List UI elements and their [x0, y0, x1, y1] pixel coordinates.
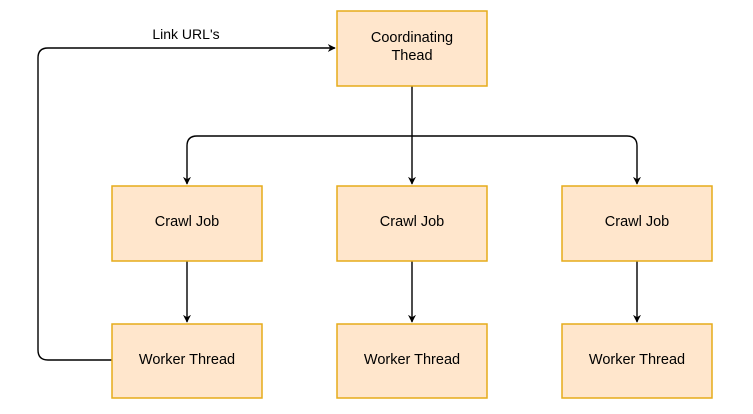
node-coordinating-thread-label-line1: Coordinating	[371, 30, 453, 46]
node-crawl-job-2: Crawl Job	[336, 185, 488, 262]
node-crawl-job-1-label: Crawl Job	[155, 214, 219, 230]
node-coordinating-thread: Coordinating Thead	[336, 10, 488, 87]
node-crawl-job-2-label: Crawl Job	[380, 214, 444, 230]
edge-label-link-urls: Link URL's	[152, 26, 219, 42]
edge-worker-1-to-coordinator	[37, 44, 336, 361]
node-worker-thread-1: Worker Thread	[111, 323, 263, 399]
node-worker-thread-1-label: Worker Thread	[139, 352, 235, 368]
node-worker-thread-2: Worker Thread	[336, 323, 488, 399]
node-worker-thread-3-label: Worker Thread	[589, 352, 685, 368]
node-coordinating-thread-label-line2: Thead	[391, 48, 432, 64]
node-crawl-job-3-label: Crawl Job	[605, 214, 669, 230]
node-crawl-job-3: Crawl Job	[561, 185, 713, 262]
node-crawl-job-1: Crawl Job	[111, 185, 263, 262]
edge-coordinator-to-crawl-job-1	[183, 135, 412, 185]
node-worker-thread-2-label: Worker Thread	[364, 352, 460, 368]
edges: Link URL's	[37, 26, 641, 361]
edge-coordinator-to-crawl-job-3	[412, 135, 641, 185]
node-worker-thread-3: Worker Thread	[561, 323, 713, 399]
